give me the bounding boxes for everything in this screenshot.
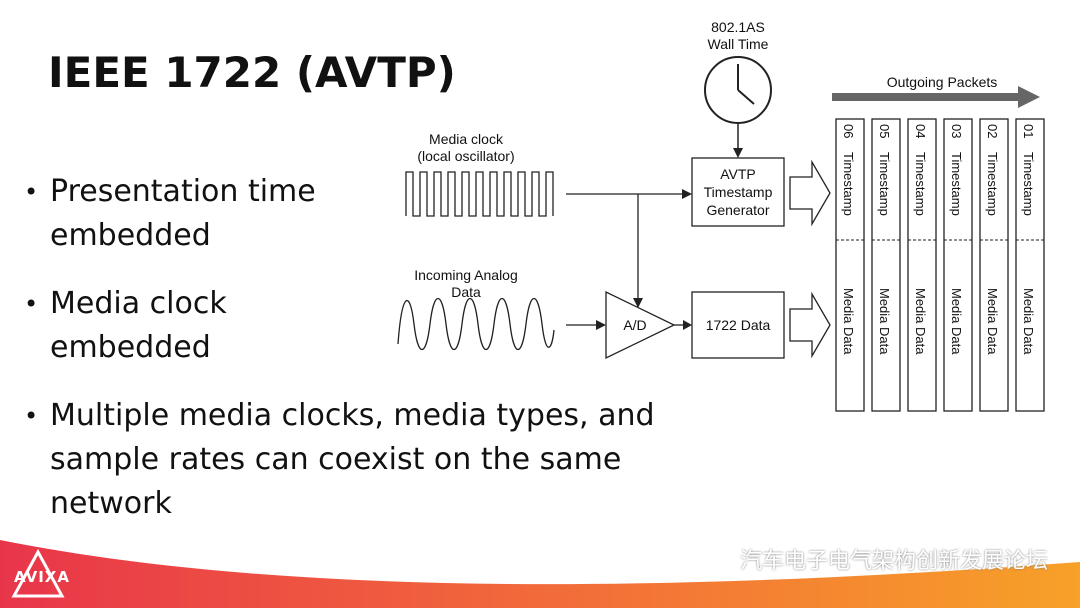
packet-timestamp: Timestamp (1021, 152, 1036, 216)
packet-05: 05 Timestamp Media Data (871, 118, 901, 412)
outgoing-arrow-head (1018, 86, 1040, 108)
arrowhead (683, 320, 692, 330)
arrowhead (682, 189, 692, 199)
bullet-dot: • (24, 290, 39, 318)
bullet-dot: • (24, 402, 39, 430)
packet-timestamp: Timestamp (841, 152, 856, 216)
packet-timestamp: Timestamp (877, 152, 892, 216)
packet-06: 06 Timestamp Media Data (835, 118, 865, 412)
avixa-logo-text: AVIXA (14, 568, 70, 586)
wall-time-label-1: 802.1AS (711, 19, 765, 35)
watermark-text: 汽车电子电气架构创新发展论坛 (739, 549, 1048, 574)
packet-number: 03 (949, 124, 964, 138)
bullet-text-line: embedded (50, 330, 211, 365)
packet-media-data: Media Data (877, 288, 892, 355)
generator-label-2: Timestamp (704, 184, 773, 200)
data-1722-label: 1722 Data (706, 317, 771, 333)
packet-number: 02 (985, 124, 1000, 138)
outgoing-arrow-shaft (832, 93, 1022, 101)
watermark: 汽车电子电气架构创新发展论坛 (702, 543, 1048, 575)
packet-number: 04 (913, 124, 928, 138)
packet-timestamp: Timestamp (949, 152, 964, 216)
packet-03: 03 Timestamp Media Data (943, 118, 973, 412)
bullet-text-line: sample rates can coexist on the same net… (50, 442, 622, 521)
packet-01: 01 Timestamp Media Data (1015, 118, 1045, 412)
slide-title: IEEE 1722 (AVTP) (48, 48, 456, 97)
packet-timestamp: Timestamp (913, 152, 928, 216)
packet-media-data: Media Data (949, 288, 964, 355)
bullet-text-line: Presentation time (50, 174, 316, 209)
bullet-list: • Presentation time embedded • Media clo… (24, 170, 744, 550)
outgoing-packets-label: Outgoing Packets (887, 74, 998, 90)
wall-time-label-2: Wall Time (708, 36, 769, 52)
ad-label: A/D (623, 317, 646, 333)
packet-number: 05 (877, 124, 892, 138)
bullet-item: • Presentation time embedded (24, 170, 744, 258)
packet-number: 01 (1021, 124, 1036, 138)
arrowhead (596, 320, 606, 330)
bullet-text-line: Media clock (50, 286, 227, 321)
clock-icon (704, 56, 772, 124)
block-arrow (789, 159, 831, 227)
bullet-item: • Multiple media clocks, media types, an… (24, 394, 744, 526)
bullet-text-line: embedded (50, 218, 211, 253)
footer-band (0, 540, 1080, 608)
analog-label-1: Incoming Analog (414, 267, 518, 283)
packet-04: 04 Timestamp Media Data (907, 118, 937, 412)
block-arrow (789, 291, 831, 359)
packet-number: 06 (841, 124, 856, 138)
analog-label-2: Data (451, 284, 481, 300)
square-wave-icon (405, 171, 554, 217)
generator-label-1: AVTP (720, 166, 756, 182)
ad-converter (605, 290, 676, 360)
media-clock-label-2: (local oscillator) (417, 148, 514, 164)
packet-media-data: Media Data (841, 288, 856, 355)
generator-label-3: Generator (706, 202, 769, 218)
arrowhead (633, 298, 643, 308)
bullet-dot: • (24, 178, 39, 206)
packet-media-data: Media Data (985, 288, 1000, 355)
packet-media-data: Media Data (1021, 288, 1036, 355)
wechat-icon (702, 548, 731, 570)
timestamp-generator-box (691, 157, 785, 227)
sine-wave-icon (397, 298, 555, 350)
packet-timestamp: Timestamp (985, 152, 1000, 216)
data-1722-box (691, 291, 785, 359)
media-clock-label-1: Media clock (429, 131, 504, 147)
bullet-text-line: Multiple media clocks, media types, and (50, 398, 655, 433)
avixa-logo-icon (11, 548, 65, 598)
bullet-item: • Media clock embedded (24, 282, 744, 370)
arrowhead (733, 148, 743, 158)
avtp-diagram: 802.1AS Wall Time Outgoing Packets Media… (397, 19, 1045, 412)
packet-media-data: Media Data (913, 288, 928, 355)
packet-02: 02 Timestamp Media Data (979, 118, 1009, 412)
